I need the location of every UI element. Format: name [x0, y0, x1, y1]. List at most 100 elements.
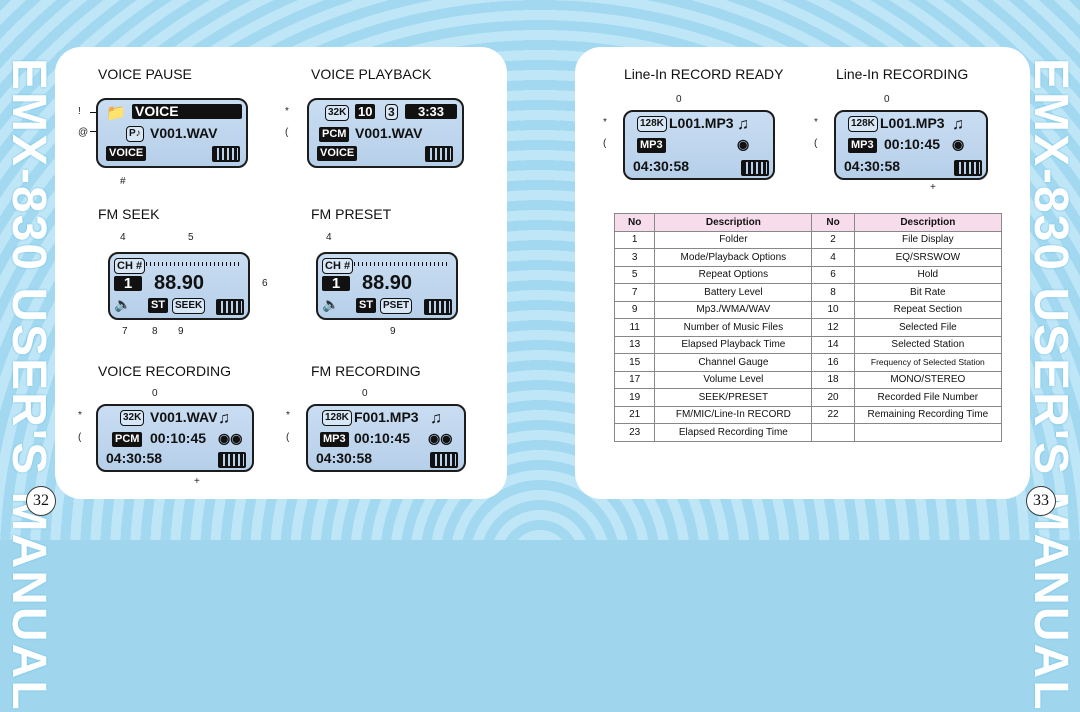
elapsed-time: 00:10:45	[150, 430, 207, 446]
callout-9: 9	[178, 326, 184, 337]
section-voice-recording: VOICE RECORDING	[98, 363, 232, 379]
callout-at: @	[78, 127, 89, 138]
file-name: L001.MP3	[880, 115, 945, 131]
battery-icon	[212, 146, 240, 162]
stereo-badge: ST	[148, 298, 169, 313]
codec-badge: MP3	[320, 432, 349, 447]
battery-icon	[741, 160, 769, 176]
screen-linein-ready: 128K L001.MP3 MP3 ♫ ◉ 04:30:58	[623, 110, 775, 180]
section-fm-recording: FM RECORDING	[311, 363, 421, 379]
section-fm-preset: FM PRESET	[311, 206, 392, 222]
callout-0: 0	[884, 94, 890, 105]
tape-icon: ◉◉	[218, 430, 243, 446]
preset-badge: PSET	[380, 298, 413, 314]
callout-0: 0	[676, 94, 682, 105]
frequency: 88.90	[362, 272, 413, 294]
callout-star: *	[78, 410, 82, 421]
bitrate-badge: 128K	[848, 116, 878, 132]
file-icon: P♪	[126, 126, 144, 142]
side-title-left: EMX-830 USER'S MANUAL	[2, 58, 55, 712]
screen-linein-recording: 128K L001.MP3 MP3 00:10:45 ♫ ◉ 04:30:58	[834, 110, 988, 180]
callout-plus: +	[930, 182, 936, 193]
screen-voice-playback: 32K 10 3 3:33 PCM V001.WAV VOICE	[307, 98, 464, 168]
callout-7: 7	[122, 326, 128, 337]
bitrate-badge: 32K	[120, 410, 145, 426]
section-linein-ready: Line-In RECORD READY	[624, 66, 784, 82]
file-name: F001.MP3	[354, 409, 419, 425]
bitrate-badge: 32K	[325, 105, 350, 121]
battery-icon	[954, 160, 982, 176]
callout-8: 8	[152, 326, 158, 337]
music-note-icon: ♫	[218, 410, 230, 427]
voice-tag: VOICE	[132, 104, 242, 119]
file-name: V001.WAV	[355, 125, 423, 141]
channel-gauge	[354, 262, 450, 266]
elapsed-time: 00:10:45	[354, 430, 411, 446]
frequency: 88.90	[154, 272, 205, 294]
volume-icon: 🔈	[114, 296, 132, 312]
battery-icon	[430, 452, 458, 468]
screen-fm-preset: CH # 1 88.90 🔈 ST PSET	[316, 252, 458, 320]
callout-star: *	[814, 117, 818, 128]
battery-icon	[218, 452, 246, 468]
elapsed-time: 00:10:45	[884, 136, 941, 152]
current-track: 3	[385, 104, 398, 120]
page-number-right: 33	[1026, 486, 1056, 516]
callout-5: 5	[188, 232, 194, 243]
channel-badge: CH #	[114, 258, 146, 274]
stereo-badge: ST	[356, 298, 377, 313]
section-voice-playback: VOICE PLAYBACK	[311, 66, 432, 82]
volume-icon: 🔈	[322, 296, 340, 312]
codec-badge: MP3	[637, 138, 666, 153]
callout-paren: (	[78, 432, 82, 443]
folder-icon: 📁	[106, 105, 126, 122]
mode-voice: VOICE	[106, 146, 147, 161]
callout-star: *	[286, 410, 290, 421]
screen-voice-pause: 📁 VOICE P♪ V001.WAV VOICE	[96, 98, 248, 168]
file-name: V001.WAV	[150, 409, 218, 425]
play-time: 3:33	[405, 104, 457, 119]
callout-excl: !	[78, 106, 81, 117]
table-header-row: No Description No Description	[613, 213, 1003, 232]
screen-fm-seek: CH # 1 88.90 🔈 ST SEEK	[108, 252, 250, 320]
file-name: V001.WAV	[150, 125, 218, 141]
callout-paren: (	[285, 127, 289, 138]
mode-voice: VOICE	[317, 146, 358, 161]
callout-hash: #	[120, 176, 126, 187]
screen-fm-recording: 128K F001.MP3 MP3 00:10:45 ♫ ◉◉ 04:30:58	[306, 404, 466, 472]
callout-paren: (	[286, 432, 290, 443]
section-fm-seek: FM SEEK	[98, 206, 160, 222]
battery-icon	[216, 299, 244, 315]
page-number-left: 32	[26, 486, 56, 516]
music-note-icon: ♫	[430, 410, 442, 427]
screen-voice-recording: 32K V001.WAV PCM 00:10:45 ♫ ◉◉ 04:30:58	[96, 404, 254, 472]
disc-icon: ◉	[737, 136, 750, 152]
callout-paren: (	[814, 138, 818, 149]
bitrate-badge: 128K	[322, 410, 352, 426]
preset-number: 1	[322, 276, 350, 291]
counter: 10	[355, 104, 376, 119]
remaining-time: 04:30:58	[316, 450, 373, 466]
callout-6: 6	[262, 278, 268, 289]
header-description-1: Description	[654, 213, 813, 232]
file-name: L001.MP3	[669, 115, 734, 131]
music-note-icon: ♫	[952, 116, 964, 133]
remaining-time: 04:30:58	[633, 158, 690, 174]
battery-icon	[425, 146, 453, 162]
callout-4: 4	[120, 232, 126, 243]
callout-4: 4	[326, 232, 332, 243]
callout-star: *	[285, 106, 289, 117]
disc-icon: ◉	[952, 136, 965, 152]
channel-gauge	[146, 262, 242, 266]
remaining-time: 04:30:58	[106, 450, 163, 466]
callout-0: 0	[362, 388, 368, 399]
music-note-icon: ♫	[737, 116, 749, 133]
